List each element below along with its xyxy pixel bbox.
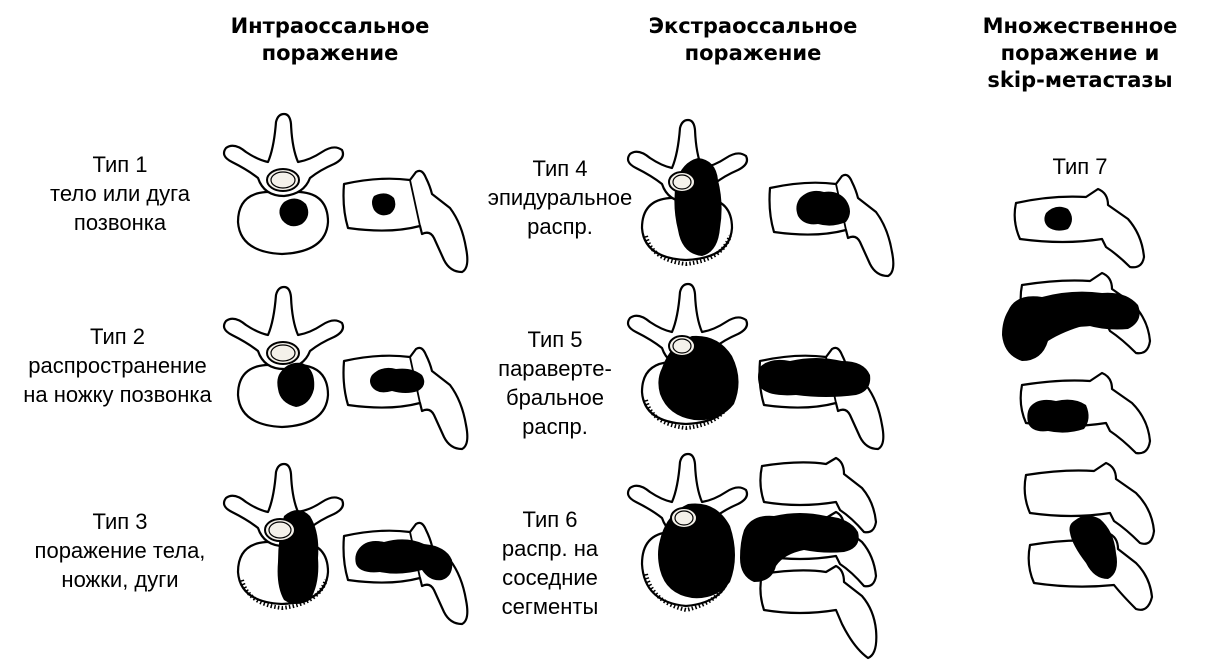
heading-intraosseous: Интраоссальное поражение (195, 13, 465, 67)
type-5-label: Тип 5 паравертe- бральное распр. (470, 325, 640, 441)
type-4-lateral-vertebra (766, 172, 901, 282)
type-6-label: Тип 6 распр. на соседние сегменты (475, 505, 625, 621)
type-3-label: Тип 3 поражение тела, ножки, дуги (10, 507, 230, 594)
type-2-lateral-vertebra (340, 345, 475, 455)
type-5-lateral-vertebra (756, 345, 891, 455)
type-4-axial-vertebra (622, 118, 752, 268)
tumor-mass (758, 358, 870, 397)
heading-extraosseous: Экстраоссальное поражение (608, 13, 898, 67)
tumor-mass (796, 191, 850, 226)
type-1-label: Тип 1 тело или дуга позвонка (10, 150, 230, 237)
type-3-axial-vertebra (218, 462, 348, 622)
tumor-mass-middle (1002, 292, 1140, 361)
type-5-axial-vertebra (622, 282, 752, 432)
type-3-lateral-vertebra (340, 520, 475, 630)
type-7-multilevel-spine (1002, 185, 1177, 615)
type-2-axial-vertebra (218, 285, 348, 435)
heading-multiple: Множественное поражение и skip-метастазы (950, 13, 1210, 94)
type-1-lateral-vertebra (340, 168, 475, 278)
type-6-axial-vertebra (622, 452, 752, 622)
type-2-label: Тип 2 распространение на ножку позвонка (0, 322, 235, 409)
tumor-mass-lower (1027, 400, 1088, 433)
type-7-label: Тип 7 (1030, 152, 1130, 181)
tumor-mass (370, 368, 424, 393)
type-6-lateral-spine-segment (740, 458, 890, 663)
type-1-axial-vertebra (218, 112, 348, 262)
